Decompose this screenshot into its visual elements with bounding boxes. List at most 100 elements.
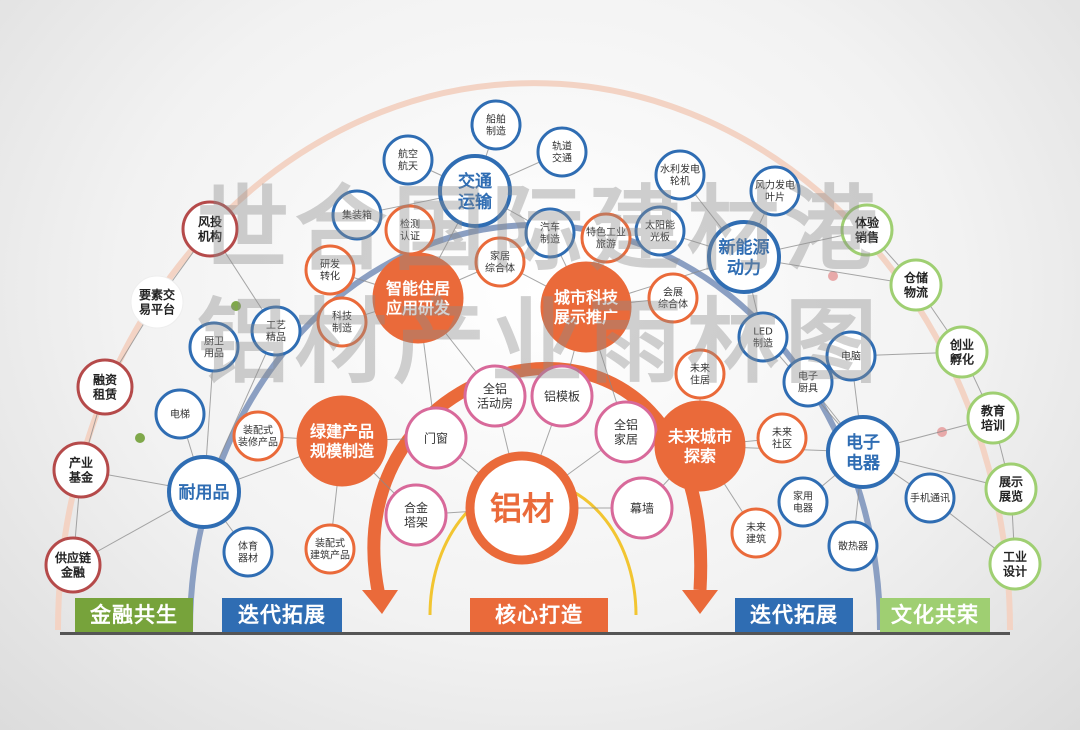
node-circle bbox=[634, 205, 686, 257]
junction-dot bbox=[135, 433, 145, 443]
node-circle bbox=[536, 126, 588, 178]
node-circle bbox=[130, 275, 184, 329]
node-label: 智能住居 bbox=[386, 279, 450, 298]
node-circle bbox=[826, 415, 900, 489]
node-label: 汽车 bbox=[540, 221, 560, 234]
node-label: 供应链 bbox=[54, 550, 92, 565]
node-label: 科技 bbox=[332, 310, 352, 323]
node-label: 电器 bbox=[846, 452, 881, 473]
node-label: 设计 bbox=[1003, 564, 1027, 579]
node-circle bbox=[316, 296, 368, 348]
node-label: 水利发电 bbox=[660, 163, 700, 176]
node-label: 建筑 bbox=[746, 533, 766, 546]
node-circle bbox=[52, 441, 110, 499]
node-label: 研发 bbox=[320, 258, 340, 271]
node-label: 全铝 bbox=[614, 417, 638, 432]
node-label: 制造 bbox=[540, 233, 560, 246]
node-label: 装配式 bbox=[315, 537, 345, 550]
node-circle bbox=[540, 261, 632, 353]
node-label: 未来 bbox=[772, 427, 792, 439]
node-label: 教育 bbox=[980, 403, 1005, 418]
node-label: 活动房 bbox=[477, 396, 513, 411]
node-label: 家居 bbox=[490, 250, 510, 263]
node-jzx: 集装箱 bbox=[331, 189, 383, 241]
node-label: 航天 bbox=[398, 160, 418, 173]
node-label: 集装箱 bbox=[342, 209, 372, 222]
node-label: 幕墙 bbox=[630, 501, 654, 515]
node-label: 制造 bbox=[332, 322, 352, 335]
node-circle bbox=[181, 200, 239, 258]
node-circle bbox=[825, 330, 877, 382]
node-circle bbox=[756, 412, 808, 464]
node-label: 航空 bbox=[398, 148, 418, 161]
node-circle bbox=[154, 388, 206, 440]
label-iterate-expand-left: 迭代拓展 bbox=[222, 598, 342, 632]
node-circle bbox=[647, 272, 699, 324]
node-label: 厨具 bbox=[798, 383, 818, 395]
left-arrow-head bbox=[362, 590, 398, 614]
node-label: 综合体 bbox=[658, 298, 688, 311]
node-label: 交通 bbox=[552, 152, 572, 165]
node-circle bbox=[404, 406, 468, 470]
node-label: 器材 bbox=[238, 552, 258, 565]
node-label: 特色工业 bbox=[586, 226, 626, 239]
node-label: 会展 bbox=[663, 286, 683, 299]
node-label: 用品 bbox=[204, 348, 224, 360]
node-circle bbox=[474, 236, 526, 288]
node-label: 门窗 bbox=[424, 430, 448, 445]
node-circle bbox=[44, 536, 102, 594]
node-circle bbox=[749, 165, 801, 217]
node-srq: 散热器 bbox=[827, 520, 879, 572]
node-label: 易平台 bbox=[139, 302, 175, 317]
node-circle bbox=[463, 364, 527, 428]
node-circle bbox=[904, 472, 956, 524]
node-label: 耐用品 bbox=[179, 482, 230, 503]
node-label: 孵化 bbox=[950, 352, 974, 367]
node-label: 叶片 bbox=[765, 191, 785, 204]
node-label: 认证 bbox=[400, 230, 420, 243]
node-circle bbox=[674, 348, 726, 400]
node-label: 物流 bbox=[904, 285, 928, 300]
node-label: 家用 bbox=[793, 490, 813, 503]
node-label: 交通 bbox=[458, 171, 492, 192]
node-label: 风投 bbox=[198, 214, 222, 229]
node-label: 综合体 bbox=[485, 262, 515, 275]
node-label: 租赁 bbox=[93, 387, 117, 402]
node-label: 工艺 bbox=[266, 320, 286, 332]
node-circle bbox=[654, 149, 706, 201]
node-circle bbox=[730, 507, 782, 559]
node-label: 旅游 bbox=[596, 238, 616, 251]
node-label: 风力发电 bbox=[755, 179, 795, 192]
node-circle bbox=[707, 220, 781, 294]
node-label: 规模制造 bbox=[310, 441, 375, 460]
baseline-divider bbox=[60, 632, 1010, 635]
node-label: 应用研发 bbox=[386, 298, 451, 317]
node-label: 检测 bbox=[400, 218, 420, 231]
node-circle bbox=[438, 154, 512, 228]
node-label: 展示 bbox=[999, 475, 1023, 489]
